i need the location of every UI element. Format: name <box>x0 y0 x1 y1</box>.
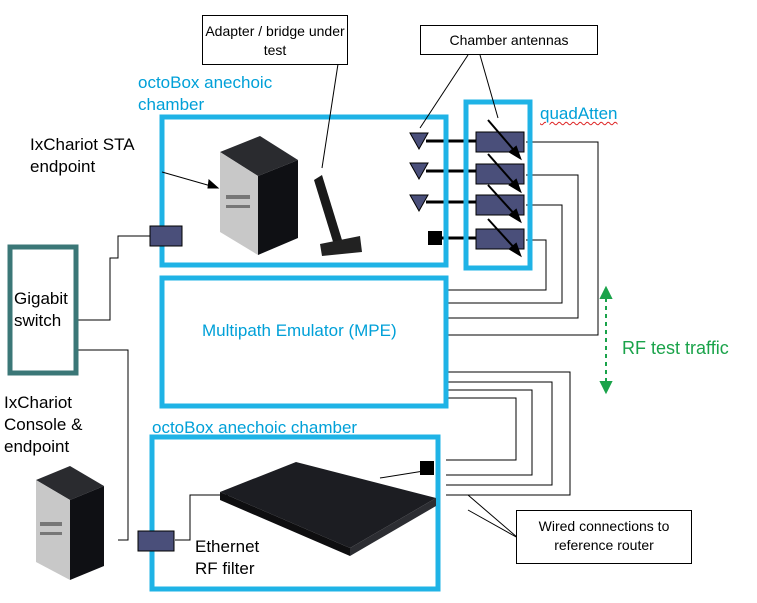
console-text: IxChariot Console & endpoint <box>4 393 83 456</box>
eth-filter-text: Ethernet RF filter <box>195 537 260 578</box>
gigabit-switch-box <box>7 244 79 376</box>
antenna-feeders <box>426 139 478 240</box>
callout-wired-text: Wired connections to reference router <box>538 518 670 553</box>
antenna-icon <box>409 132 429 213</box>
chamber-bottom-text: octoBox anechoic chamber <box>152 418 358 437</box>
sta-endpoint-text: IxChariot STA endpoint <box>30 135 134 176</box>
desktop-pc-icon <box>220 136 298 255</box>
attenuator-2 <box>475 163 525 185</box>
chamber-bottom-label: octoBox anechoic chamber <box>152 417 357 439</box>
callout-antennas: Chamber antennas <box>420 25 598 55</box>
wire-mpe-2 <box>446 381 553 486</box>
wire-atten-4 <box>446 239 547 291</box>
callout-adapter-text: Adapter / bridge under test <box>205 23 345 58</box>
mpe-label: Multipath Emulator (MPE) <box>202 320 397 342</box>
rf-traffic-label: RF test traffic <box>622 337 729 359</box>
callout-pointers <box>161 54 519 539</box>
chamber-top-label: octoBox anechoic chamber <box>138 72 288 116</box>
gigabit-switch-label: Gigabit switch <box>14 288 72 332</box>
console-label: IxChariot Console & endpoint <box>4 392 114 458</box>
wire-atten-3 <box>446 204 563 304</box>
sta-endpoint-label: IxChariot STA endpoint <box>30 134 150 178</box>
wire-mpe-1 <box>446 371 571 496</box>
quadatten-label: quadAtten <box>540 103 618 125</box>
chamber-top <box>159 114 449 268</box>
quadatten-box <box>463 99 533 271</box>
callout-wired: Wired connections to reference router <box>516 510 692 564</box>
wire-mpe-4 <box>446 397 517 461</box>
wire-atten-1 <box>446 141 599 336</box>
terminator-top <box>428 231 442 245</box>
usb-adapter-icon <box>314 175 362 256</box>
wire-switch-console <box>76 349 129 541</box>
terminator-bottom <box>420 461 434 475</box>
wire-atten-2 <box>446 174 579 319</box>
callout-adapter: Adapter / bridge under test <box>202 15 348 65</box>
callout-antennas-text: Chamber antennas <box>449 32 569 48</box>
router-icon <box>220 462 436 556</box>
rf-traffic-text: RF test traffic <box>622 338 729 358</box>
wire-mpe-3 <box>446 389 533 476</box>
quadatten-text: quadAtten <box>540 104 618 123</box>
mpe-box <box>159 275 449 409</box>
wire-console-router <box>175 494 230 541</box>
wire-switch-sta <box>76 235 150 321</box>
rf-traffic-arrow <box>599 285 613 395</box>
chamber-bottom <box>149 434 441 592</box>
rf-filter-bottom <box>137 530 175 552</box>
attenuator-arrows <box>487 119 522 258</box>
mpe-text: Multipath Emulator (MPE) <box>202 321 397 340</box>
eth-filter-label: Ethernet RF filter <box>195 536 275 580</box>
rf-filter-top <box>149 225 183 247</box>
chamber-top-text: octoBox anechoic chamber <box>138 73 273 114</box>
desktop-pc-icon <box>36 466 104 580</box>
gigabit-switch-text: Gigabit switch <box>14 289 68 330</box>
